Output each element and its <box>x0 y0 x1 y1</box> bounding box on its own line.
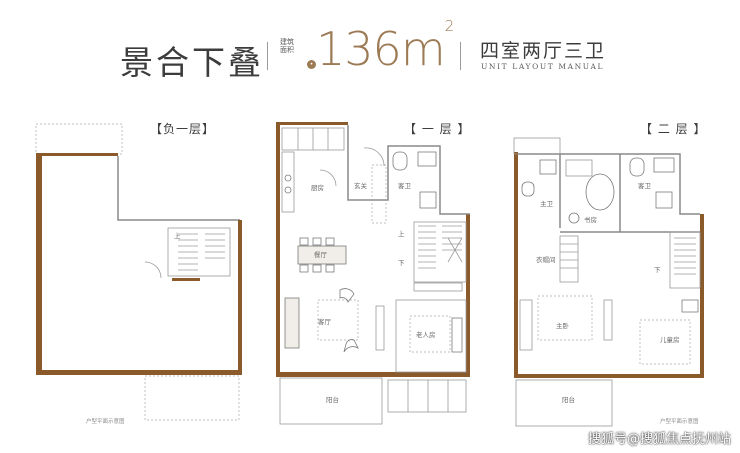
f1-balcony-cabinets <box>387 379 467 413</box>
dining-chairs <box>299 237 335 273</box>
label-dining: 餐厅 <box>314 250 328 259</box>
label-down-f2: 下 <box>654 266 661 274</box>
f1-balcony <box>279 377 383 425</box>
study-desk <box>565 159 593 177</box>
stove-icon <box>284 174 292 182</box>
f2-top-balcony <box>513 137 561 155</box>
basement-left-wall <box>36 153 42 375</box>
f1-sink-icon <box>417 151 437 167</box>
f1-inner-walls <box>347 125 470 215</box>
label-guest-bath-1: 客卫 <box>398 181 412 190</box>
master-wardrobe <box>519 299 533 351</box>
basement-top-wall <box>42 153 118 156</box>
f1-bottom-wall <box>276 372 470 377</box>
area-marker-icon: • <box>307 60 316 69</box>
label-kids-room: 儿童房 <box>660 335 680 344</box>
master-cabinet <box>603 299 613 341</box>
basement-door-arc <box>144 261 162 279</box>
living-tv-cabinet <box>375 305 385 351</box>
f1-left-wall <box>276 122 280 377</box>
f1-stair-landing <box>413 282 463 292</box>
basement-plan-note: 户型平面示意图 <box>86 417 125 425</box>
dining-table <box>297 245 347 265</box>
living-sofa <box>284 297 300 349</box>
floor-label-first: 【 一 层 】 <box>404 122 470 136</box>
label-living: 客厅 <box>318 317 332 326</box>
basement-bottom-yard <box>144 375 240 421</box>
plan-second-floor: 主卫 书房 客卫 衣帽间 下 主卧 儿童房 阳台 【 二 层 】 户型 <box>513 122 706 427</box>
basement-bottom-wall <box>36 370 242 375</box>
f1-right-wall <box>466 214 470 377</box>
label-up-basement: 上 <box>174 231 181 240</box>
page-title: 景合下叠 <box>120 43 264 82</box>
f2-left-wall <box>514 152 518 378</box>
label-up-f1: 上 <box>398 229 405 238</box>
f2-bottom-wall <box>514 374 704 378</box>
f1-top-wall <box>276 122 348 125</box>
f1-kitchen-counter <box>281 151 295 213</box>
basement-top-terrace <box>35 123 123 155</box>
layout-summary: 四室两厅三卫 <box>480 40 607 62</box>
label-walkin: 衣帽间 <box>536 255 556 264</box>
entrance-door-arc <box>363 147 385 167</box>
header-divider-2 <box>460 42 461 70</box>
label-elder-room: 老人房 <box>416 330 436 339</box>
elder-bed <box>409 315 451 353</box>
f2-balcony <box>515 379 613 427</box>
label-master-bed: 主卧 <box>556 321 570 330</box>
f2-toilet-icon <box>629 157 645 177</box>
master-toilet-icon <box>521 181 535 197</box>
f1-toilet-icon <box>392 151 408 171</box>
f1-shower-icon <box>419 191 437 209</box>
f2-sink-icon <box>655 191 673 209</box>
floor-label-second: 【 二 层 】 <box>640 122 706 136</box>
plan-basement: 上 【负一层】 户型平面示意图 <box>35 122 242 425</box>
basement-right-wall <box>238 220 242 375</box>
label-balcony-2: 阳台 <box>562 395 575 404</box>
plan-first-floor: 厨房 玄关 客卫 餐厅 上 下 客厅 <box>276 122 470 425</box>
basement-stairs <box>178 233 225 271</box>
f1-entrance-cabinet <box>371 164 387 224</box>
armchair-icon <box>339 288 355 303</box>
area-value: 136m2 <box>316 17 454 76</box>
master-bed <box>537 295 593 341</box>
f2-shower-icon <box>653 157 675 173</box>
f2-top-walls <box>518 153 700 215</box>
f1-kitchen-door-arc <box>319 169 337 187</box>
basement-stair-block <box>167 227 231 277</box>
header-divider <box>267 42 268 70</box>
elder-wardrobe <box>451 317 463 353</box>
study-round-table <box>585 173 615 211</box>
label-guest-bath-2: 客卫 <box>638 181 652 190</box>
kids-desk <box>681 299 699 313</box>
label-balcony-1: 阳台 <box>326 395 339 404</box>
walkin-shelves <box>559 235 579 283</box>
area-number: 136 <box>316 22 402 76</box>
f2-right-wall <box>700 214 704 378</box>
area-unit: m <box>400 22 446 76</box>
f1-stairs <box>413 221 467 283</box>
basement-inner-wall <box>117 156 240 221</box>
second-plan-note: 户型平面示意图 <box>660 417 699 425</box>
study-chair-icon <box>568 212 580 224</box>
label-study: 书房 <box>584 215 597 224</box>
label-entrance: 玄关 <box>354 181 368 190</box>
f2-stairs <box>669 231 701 289</box>
master-sink-icon <box>539 159 557 175</box>
layout-subtitle: UNIT LAYOUT MANUAL <box>481 62 605 71</box>
living-rug <box>317 299 359 341</box>
label-down-f1: 下 <box>398 259 405 267</box>
label-kitchen: 厨房 <box>311 183 324 192</box>
basement-stair-wall <box>172 278 200 281</box>
label-master-bath: 主卫 <box>540 199 554 208</box>
area-label: 建筑面积 <box>280 38 294 54</box>
elder-room-outline <box>395 299 467 373</box>
armchair-icon-2 <box>343 339 359 353</box>
watermark: 搜狐号@搜狐焦点抚州站 <box>588 432 732 447</box>
floor-label-basement: 【负一层】 <box>150 122 215 136</box>
kids-bed <box>639 319 691 365</box>
area-unit-superscript: 2 <box>444 16 454 35</box>
